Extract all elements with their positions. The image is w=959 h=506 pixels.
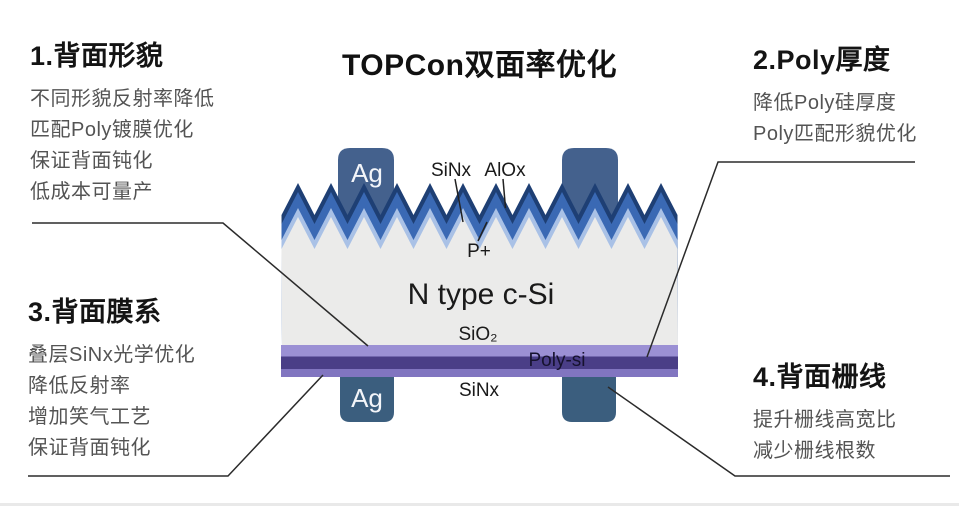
pointer-p-plus [477, 221, 488, 242]
section-item: 降低Poly硅厚度 [753, 92, 897, 114]
front-contact-label: Ag [351, 158, 383, 188]
sio2-layer [281, 345, 678, 357]
bulk-label: N type c-Si [408, 278, 555, 311]
section-item: 提升栅线高宽比 [753, 409, 897, 431]
p-plus-label: P+ [467, 241, 491, 262]
bottom-edge-divider [0, 503, 959, 506]
section-heading: 1.背面形貌 [30, 41, 164, 71]
rear-contact-right [562, 370, 616, 422]
poly-si-label: Poly-si [528, 350, 585, 371]
section-rear-film-stack: 3.背面膜系 叠层SiNx光学优化 降低反射率 增加笑气工艺 保证背面钝化 [28, 296, 195, 464]
section-heading: 4.背面栅线 [753, 362, 887, 392]
section-item: 保证背面钝化 [30, 150, 153, 172]
section-item: 低成本可量产 [30, 181, 153, 203]
page-title: TOPCon双面率优化 [342, 49, 617, 82]
wafer-bulk [281, 217, 678, 346]
section-item: 不同形貌反射率降低 [30, 88, 215, 110]
connector-section1 [32, 222, 369, 347]
section-item: 增加笑气工艺 [28, 406, 151, 428]
front-contact-left [338, 148, 394, 216]
connector-section2 [646, 161, 915, 358]
pointer-alox [502, 178, 507, 209]
rear-contact-left [340, 370, 394, 422]
section-rear-morphology: 1.背面形貌 不同形貌反射率降低 匹配Poly镀膜优化 保证背面钝化 低成本可量… [30, 40, 215, 208]
section-heading: 3.背面膜系 [28, 297, 162, 327]
section-heading: 2.Poly厚度 [753, 45, 891, 75]
section-item: 叠层SiNx光学优化 [28, 344, 196, 366]
rear-contact-label: Ag [351, 383, 383, 413]
poly-si-layer [281, 356, 678, 369]
section-item: 降低反射率 [28, 375, 131, 397]
section-poly-thickness: 2.Poly厚度 降低Poly硅厚度 Poly匹配形貌优化 [753, 44, 917, 150]
connector-section4 [607, 386, 950, 477]
section-item: 减少栅线根数 [753, 440, 876, 462]
section-rear-fingers: 4.背面栅线 提升栅线高宽比 减少栅线根数 [753, 361, 897, 467]
section-item: 保证背面钝化 [28, 437, 151, 459]
section-item: Poly匹配形貌优化 [753, 123, 917, 145]
sio2-label: SiO₂ [458, 324, 497, 345]
rear-sinx-layer [281, 369, 678, 377]
front-contact-right [562, 148, 618, 216]
connector-section3 [28, 374, 324, 477]
pointer-sinx-front [454, 178, 464, 223]
sinx-front-label: SiNx [431, 160, 472, 181]
sinx-rear-label: SiNx [459, 380, 500, 401]
alox-label: AlOx [484, 160, 526, 181]
section-item: 匹配Poly镀膜优化 [30, 119, 194, 141]
